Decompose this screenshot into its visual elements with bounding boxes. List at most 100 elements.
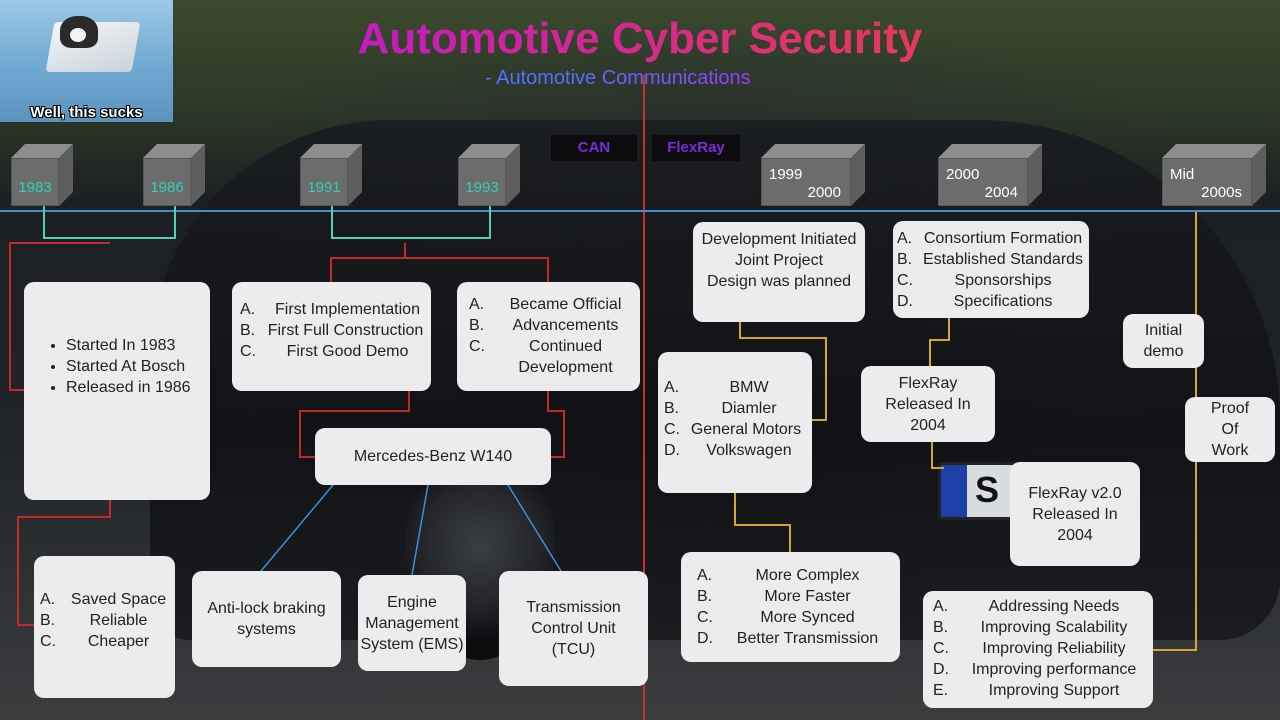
connector-fr-consortium-released [929, 318, 950, 366]
list-item: D.Improving performance [933, 661, 1137, 678]
connector-can-vehicle-right [547, 391, 565, 458]
flexray-initiated-box: Development Initiated Joint Project Desi… [693, 222, 865, 322]
period-start: Mid [1170, 166, 1195, 183]
abs-label: Anti-lock braking systems [207, 600, 326, 638]
year-label: 1993 [465, 179, 499, 196]
connector-can-benefits [17, 500, 111, 626]
flexray-goals-box: A.Addressing Needs B.Improving Scalabili… [923, 591, 1153, 708]
flexray-released-label: FlexRay Released In 2004 [885, 374, 971, 434]
flexray-tag: FlexRay [652, 135, 740, 161]
period-end: 2000s [1201, 184, 1242, 201]
page-title: Automotive Cyber Security [0, 14, 1280, 64]
eu-flag-strip [941, 465, 967, 517]
flexray-members-box: A.BMW B.Diamler C.General Motors D.Volks… [658, 352, 812, 493]
meme-caption: Well, this sucks [30, 104, 143, 121]
list-item: Joint Project [734, 252, 824, 269]
vehicle-label: Mercedes-Benz W140 [353, 447, 513, 465]
flexray-consortium-box: A.Consortium Formation B.Established Sta… [893, 221, 1089, 318]
list-item: B.More Faster [697, 588, 851, 605]
year-cube-1983: 1983 [11, 144, 73, 206]
list-item: B.Established Standards [897, 251, 1084, 268]
list-item: Started In 1983 [66, 335, 210, 356]
page-subtitle: - Automotive Communications [485, 67, 751, 89]
period-cube-mid-2000s: Mid 2000s [1162, 144, 1266, 206]
list-item: D.Better Transmission [697, 630, 879, 647]
connector-fr-initiated-members [739, 322, 827, 421]
list-item: B.Improving Scalability [933, 619, 1128, 636]
can-benefits-box: A.Saved Space B.Reliable C.Cheaper [34, 556, 175, 698]
flexray-improvements-box: A.More Complex B.More Faster C.More Sync… [681, 552, 900, 662]
connector-1991-1993 [331, 205, 491, 239]
cat-figure [60, 16, 98, 48]
proof-of-work-label: Proof Of Work [1210, 400, 1250, 459]
list-item: Started At Bosch [66, 356, 210, 377]
year-label: 1986 [150, 179, 184, 196]
connector-vehicle-abs [260, 484, 334, 572]
list-item: B.Diamler [664, 400, 777, 417]
list-item: D.Specifications [897, 293, 1053, 310]
list-item: D.Volkswagen [664, 442, 792, 459]
list-item: Development Initiated [701, 231, 857, 248]
list-item: A.Consortium Formation [897, 230, 1083, 247]
list-item: A.Addressing Needs [933, 598, 1120, 615]
vehicle-box: Mercedes-Benz W140 [315, 428, 551, 485]
period-end: 2000 [807, 184, 841, 201]
flexray-v2-label: FlexRay v2.0 Released In 2004 [1028, 484, 1122, 544]
year-label: 1991 [307, 179, 341, 196]
proof-of-work-box: Proof Of Work [1185, 397, 1275, 462]
can-official-box: A.Became Official B.Advancements C.Conti… [457, 282, 640, 391]
can-origin-box: Started In 1983 Started At Bosch Release… [24, 282, 210, 500]
connector-can-official [405, 257, 549, 282]
list-item: Released in 1986 [66, 377, 210, 398]
connector-can-implementation [330, 243, 406, 282]
list-item: E.Improving Support [933, 682, 1120, 699]
can-implementation-box: A.First Implementation B.First Full Cons… [232, 282, 431, 391]
list-item: A.Became Official [469, 296, 622, 313]
list-item: C.First Good Demo [240, 343, 409, 360]
initial-demo-box: Initial demo [1123, 314, 1204, 368]
section-divider [643, 75, 645, 720]
list-item: A.More Complex [697, 567, 860, 584]
list-item: A.First Implementation [240, 301, 420, 318]
list-item: A.BMW [664, 379, 769, 396]
plate-text: S [975, 469, 1000, 510]
list-item: B.First Full Construction [240, 322, 424, 339]
tcu-box: Transmission Control Unit (TCU) [499, 571, 648, 686]
meme-image: Well, this sucks [0, 0, 173, 122]
period-start: 2000 [946, 166, 980, 183]
period-start: 1999 [769, 166, 803, 183]
connector-vehicle-tcu [507, 484, 562, 572]
connector-can-vehicle-left [299, 391, 410, 458]
connector-fr-members-improvements [734, 493, 791, 552]
list-item: C.Cheaper [40, 633, 150, 650]
list-item: C.Sponsorships [897, 272, 1052, 289]
connector-1983-1986 [43, 205, 176, 239]
year-cube-1991: 1991 [300, 144, 362, 206]
period-cube-2000-2004: 2000 2004 [938, 144, 1042, 206]
list-item: C.Improving Reliability [933, 640, 1126, 657]
can-tag: CAN [551, 135, 637, 161]
list-item: A.Saved Space [40, 591, 167, 608]
period-cube-1999-2000: 1999 2000 [761, 144, 865, 206]
list-item: B.Advancements [469, 317, 619, 334]
ems-label: Engine Management System (EMS) [360, 593, 464, 653]
year-cube-1986: 1986 [143, 144, 205, 206]
year-cube-1993: 1993 [458, 144, 520, 206]
list-item: C.General Motors [664, 421, 802, 438]
connector-can-bosch [9, 242, 110, 391]
abs-box: Anti-lock braking systems [192, 571, 341, 667]
initial-demo-label: Initial demo [1143, 322, 1184, 360]
year-label: 1983 [18, 179, 52, 196]
tcu-label: Transmission Control Unit (TCU) [526, 599, 621, 658]
list-item: C.Continued Development [469, 338, 613, 376]
flexray-released-box: FlexRay Released In 2004 [861, 366, 995, 442]
timeline-axis [0, 210, 1280, 212]
flexray-v2-box: FlexRay v2.0 Released In 2004 [1010, 462, 1140, 566]
period-end: 2004 [984, 184, 1018, 201]
list-item: C.More Synced [697, 609, 855, 626]
list-item: Design was planned [706, 273, 852, 290]
connector-fr-released-v2 [931, 442, 944, 469]
connector-vehicle-ems [411, 484, 429, 576]
ems-box: Engine Management System (EMS) [358, 575, 466, 671]
